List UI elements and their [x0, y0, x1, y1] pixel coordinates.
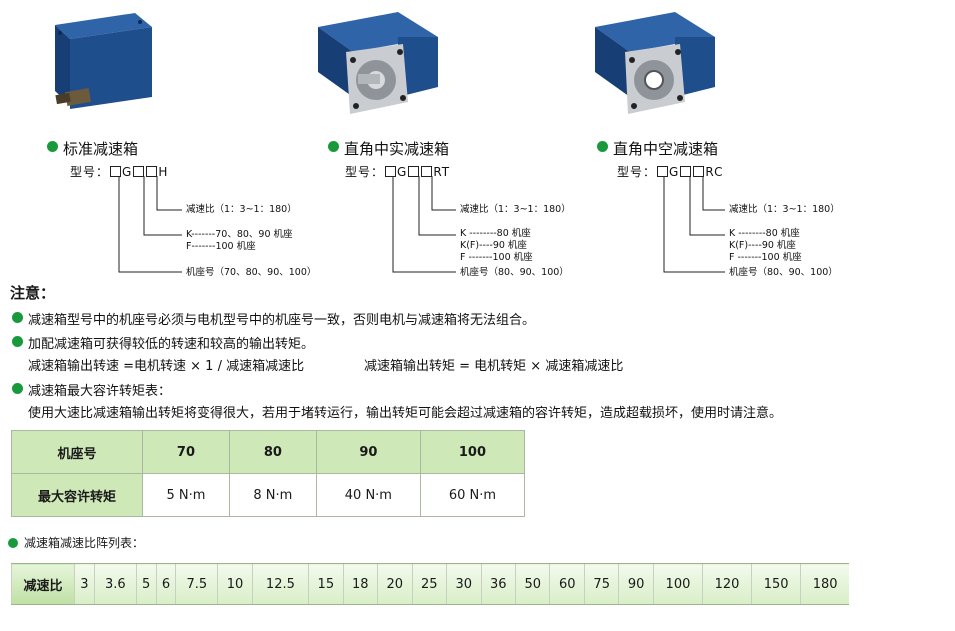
product-title-standard: 标准减速箱 [63, 140, 139, 158]
table-cell: 30 [446, 563, 481, 605]
placeholder-box-icon [110, 166, 122, 177]
table-cell: 8 N·m [228, 473, 317, 517]
annotation-ratio: 减速比（1：3~1：180） [729, 204, 840, 215]
annotation-f: F -------100 机座 [729, 252, 802, 263]
annotation-f: F -------100 机座 [460, 252, 533, 263]
annotation-base: 机座号（80、90、100） [460, 267, 569, 278]
table-row-label: 最大容许转矩 [11, 473, 143, 517]
table-cell: 5 [135, 563, 157, 605]
annotation-k: K --------80 机座 [729, 228, 800, 239]
right-angle-solid-gearbox-image [318, 12, 438, 114]
table-cell: 150 [751, 563, 801, 605]
bullet-icon [47, 141, 58, 152]
table-header-cell: 机座号 [11, 430, 143, 474]
product-title-solid: 直角中实减速箱 [344, 140, 450, 158]
product-title-hollow: 直角中空减速箱 [613, 140, 719, 158]
placeholder-box-icon [421, 166, 433, 177]
note-1: 减速箱型号中的机座号必须与电机型号中的机座号一致，否则电机与减速箱将无法组合。 [28, 313, 536, 328]
table-cell: 3.6 [93, 563, 137, 605]
placeholder-box-icon [146, 166, 158, 177]
table-row: 机座号 70 80 90 100 [11, 430, 526, 474]
note-4: 减速箱减速比阵列表： [24, 536, 145, 550]
bullet-icon [328, 141, 339, 152]
table-cell: 5 N·m [142, 473, 230, 517]
table-cell: 20 [377, 563, 413, 605]
right-angle-hollow-gearbox-image [595, 12, 715, 114]
placeholder-box-icon [133, 166, 145, 177]
table-cell: 180 [800, 563, 849, 605]
bullet-icon [12, 336, 23, 347]
table-cell: 100 [652, 563, 703, 605]
placeholder-box-icon [657, 166, 669, 177]
table-row-label: 减速比 [11, 563, 75, 605]
annotation-ratio: 减速比（1：3~1：180） [186, 204, 297, 215]
annotation-ratio: 减速比（1：3~1：180） [460, 204, 571, 215]
table-cell: 10 [217, 563, 253, 605]
table-cell: 12.5 [251, 563, 309, 605]
standard-gearbox-image [55, 13, 152, 109]
bullet-icon [597, 141, 608, 152]
table-row: 最大容许转矩 5 N·m 8 N·m 40 N·m 60 N·m [11, 473, 526, 517]
table-cell: 18 [342, 563, 378, 605]
table-header-cell: 90 [315, 430, 421, 474]
note-2-formula-torque: 减速箱输出转矩 = 电机转矩 × 减速箱减速比 [364, 359, 624, 374]
annotation-kf: K(F)----90 机座 [460, 240, 527, 251]
placeholder-box-icon [408, 166, 420, 177]
annotation-base: 机座号（70、80、90、100） [186, 267, 317, 278]
placeholder-box-icon [385, 166, 397, 177]
annotation-base: 机座号（80、90、100） [729, 267, 838, 278]
annotation-f: F-------100 机座 [186, 241, 256, 252]
annotation-kf: K(F)----90 机座 [729, 240, 796, 251]
bullet-icon [12, 312, 23, 323]
table-cell: 90 [618, 563, 654, 605]
table-header-cell: 100 [419, 430, 526, 474]
table-cell: 40 N·m [315, 473, 421, 517]
note-3-detail: 使用大速比减速箱输出转矩将变得很大，若用于堵转运行，输出转矩可能会超过减速箱的容… [28, 406, 783, 421]
table-cell: 15 [308, 563, 344, 605]
note-2-formula-speed: 减速箱输出转速 =电机转速 × 1 / 减速箱减速比 [28, 359, 305, 374]
table-header-cell: 70 [142, 430, 230, 474]
table-cell: 7.5 [175, 563, 218, 605]
table-cell: 6 [155, 563, 176, 605]
table-cell: 75 [583, 563, 619, 605]
max-torque-table: 机座号 70 80 90 100 最大容许转矩 5 N·m 8 N·m 40 N… [11, 430, 526, 517]
table-cell: 3 [74, 563, 95, 605]
annotation-k: K --------80 机座 [460, 228, 531, 239]
table-cell: 60 N·m [419, 473, 526, 517]
table-cell: 36 [480, 563, 516, 605]
placeholder-box-icon [680, 166, 692, 177]
bullet-icon [8, 538, 18, 548]
placeholder-box-icon [693, 166, 705, 177]
table-header-cell: 80 [228, 430, 317, 474]
annotation-k: K-------70、80、90 机座 [186, 229, 293, 240]
table-cell: 120 [702, 563, 752, 605]
table-cell: 60 [549, 563, 585, 605]
note-3: 减速箱最大容许转矩表： [28, 384, 172, 399]
notes-heading: 注意： [10, 284, 56, 302]
bullet-icon [12, 383, 23, 394]
table-cell: 25 [411, 563, 447, 605]
note-2: 加配减速箱可获得较低的转速和较高的输出转矩。 [28, 337, 315, 352]
table-cell: 50 [514, 563, 550, 605]
model-code-brackets [118, 176, 725, 273]
